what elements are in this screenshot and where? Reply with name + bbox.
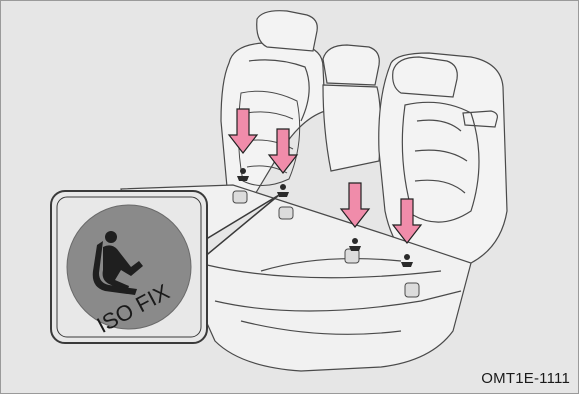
left-backrest xyxy=(221,11,325,201)
center-backrest xyxy=(323,45,381,171)
arrow-3 xyxy=(341,183,369,227)
figure-code: OMT1E-1111 xyxy=(481,370,570,387)
right-backrest xyxy=(379,53,507,269)
isofix-inset: ISO FIX xyxy=(51,191,207,343)
